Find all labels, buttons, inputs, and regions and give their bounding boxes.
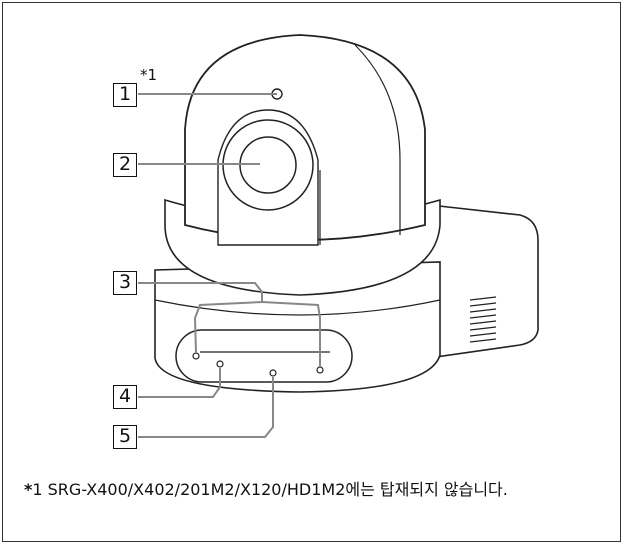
indicator-dot-right [316,366,324,374]
callout-5: 5 [113,425,137,449]
footnote: *1 SRG-X400/X402/201M2/X120/HD1M2에는 탑재되지… [24,477,604,502]
led-5 [269,369,277,377]
indicator-dot-left [192,352,200,360]
figure-frame [2,2,621,542]
footnote-text: 1 SRG-X400/X402/201M2/X120/HD1M2에는 탑재되지 … [32,480,508,499]
callout-4: 4 [113,385,137,409]
callout-3: 3 [113,271,137,295]
side-vent [469,296,497,343]
callout-leaders [138,93,321,438]
callout-1: 1 [113,83,137,107]
footnote-marker: * [24,480,33,499]
front-panel [175,329,353,383]
callout-1-note: *1 [140,66,158,84]
led-4 [216,360,224,368]
callout-2: 2 [113,153,137,177]
